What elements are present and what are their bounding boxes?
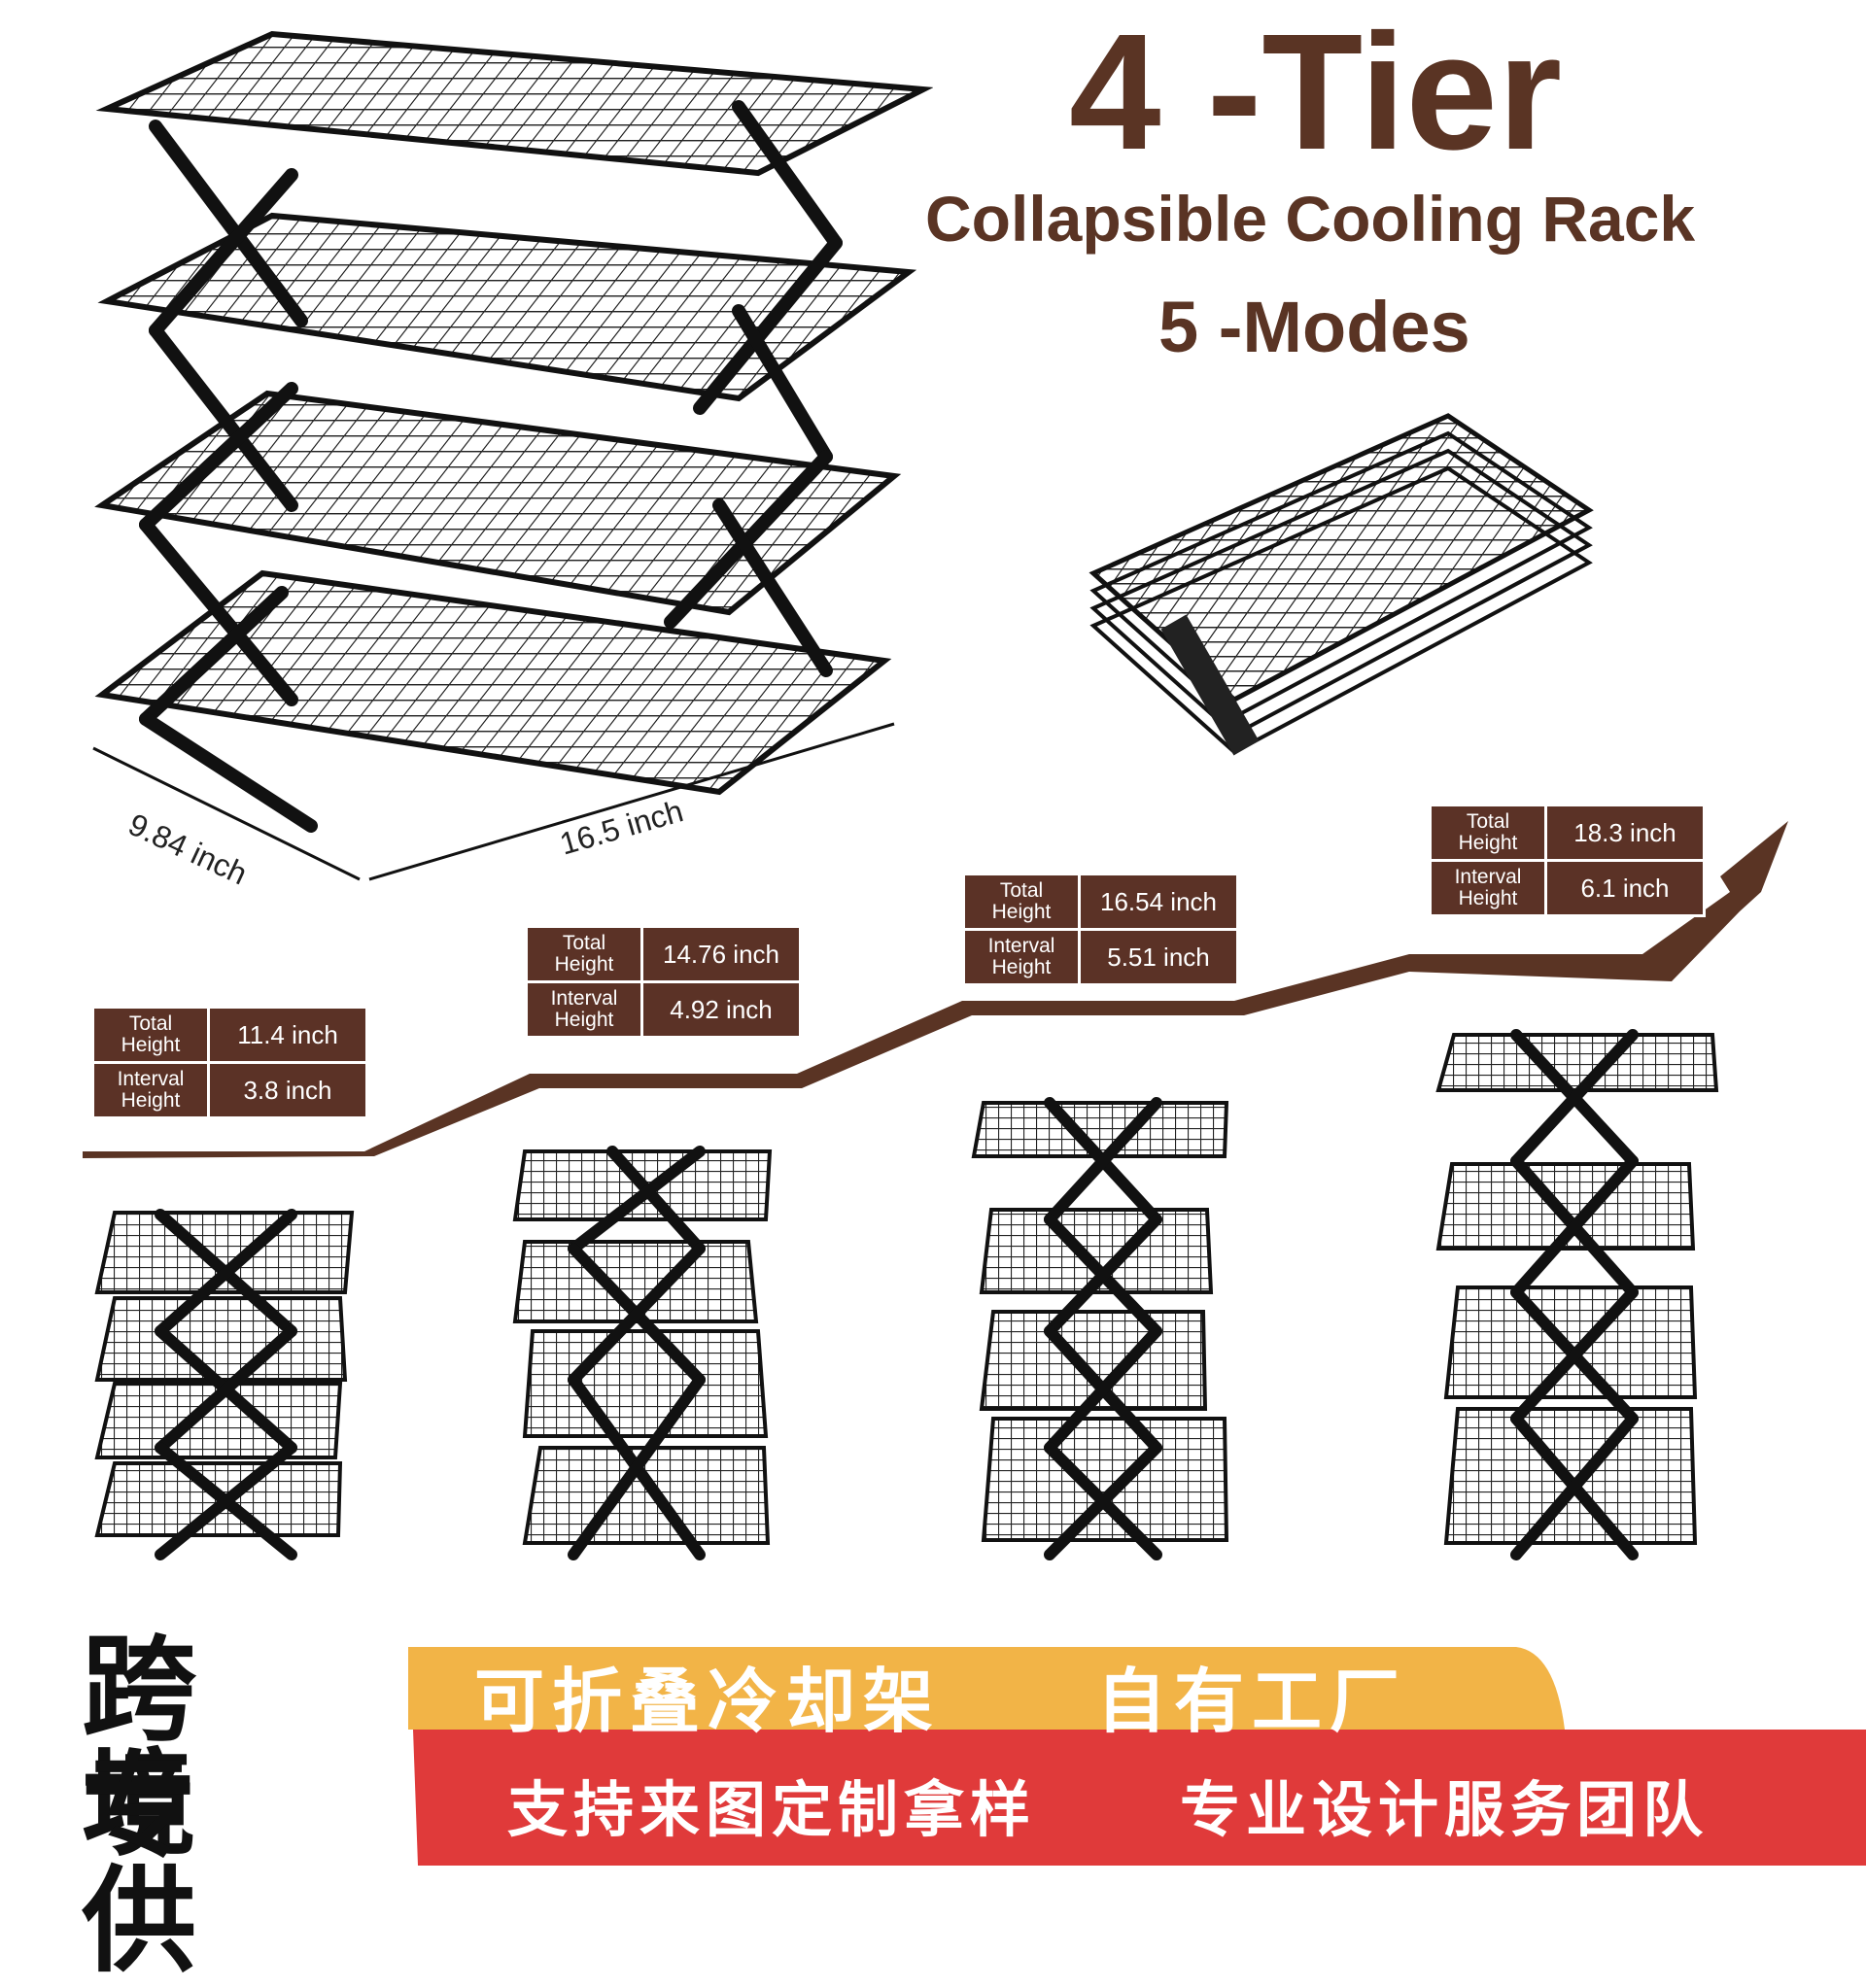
interval-height-value: 5.51 inch (1078, 928, 1239, 986)
total-height-value: 14.76 inch (640, 925, 802, 983)
banner-design-team-text: 专业设计服务团队 (1180, 1774, 1710, 1845)
interval-height-value: 3.8 inch (207, 1061, 368, 1119)
page-title: 4 -Tier (1069, 0, 1563, 185)
hero-shelf-3 (94, 390, 902, 616)
banner-cross-border-label: 跨 境 (82, 1623, 211, 1871)
total-height-value: 18.3 inch (1544, 804, 1706, 862)
modes-title: 5 -Modes (1158, 287, 1470, 367)
mode-racks-illustration (94, 1029, 1719, 1560)
interval-height-value: 4.92 inch (640, 980, 802, 1039)
hero-shelf-2 (97, 212, 917, 402)
banner-background (0, 1594, 1866, 1866)
mode-2-rack (512, 1146, 773, 1560)
hero-shelf-1 (95, 30, 933, 177)
hero-scissor-legs (139, 100, 843, 833)
total-height-value: 11.4 inch (207, 1006, 368, 1064)
page-subtitle: Collapsible Cooling Rack (925, 183, 1696, 255)
banner-own-factory-text: 自有工厂 (1096, 1661, 1408, 1742)
hero-dimension-lines (92, 722, 895, 881)
total-height-value: 16.54 inch (1078, 873, 1239, 931)
banner-custom-sample-text: 支持来图定制拿样 (507, 1774, 1037, 1845)
mode-3-rack (971, 1097, 1229, 1560)
banner-foldable-rack-text: 可折叠冷却架 (474, 1661, 942, 1742)
mode-1-rack (94, 1209, 355, 1560)
folded-rack-illustration (1088, 413, 1594, 756)
interval-height-value: 6.1 inch (1544, 859, 1706, 917)
banner-exclusive-label: 专 供 (82, 1739, 211, 1988)
mode-4-rack (1435, 1029, 1719, 1560)
hero-shelf-4 (94, 569, 892, 796)
hero-rack-illustration (92, 30, 933, 881)
